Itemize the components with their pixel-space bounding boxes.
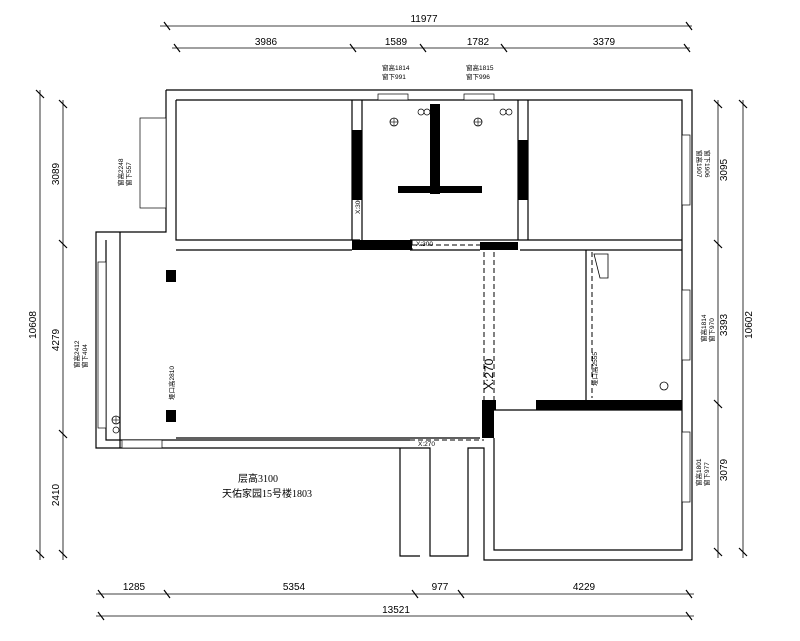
window-bottom-left <box>121 439 163 449</box>
window-right-lower <box>681 431 691 503</box>
pipe-icon <box>423 108 431 116</box>
opening-x270-vertical: X:270 <box>482 358 496 390</box>
window-top-left-sill: 窗下991 <box>382 72 406 81</box>
left-dimensions: 10608 3089 4279 2410 <box>28 89 68 560</box>
left-seg-3: 2410 <box>51 483 62 506</box>
windows <box>97 93 691 503</box>
outer-walls <box>95 89 693 561</box>
bottom-seg-4: 4229 <box>573 582 596 593</box>
right-seg-3: 3079 <box>719 458 730 481</box>
window-top-right <box>463 93 495 101</box>
right-seg-2: 3393 <box>719 313 730 336</box>
window-top-left-height: 窗高1814 <box>382 63 410 72</box>
top-overall-dim: 11977 <box>410 14 438 25</box>
window-top-right-sill: 窗下996 <box>466 72 490 81</box>
window-left-lower-height: 窗高2412 <box>72 340 81 368</box>
window-left-upper-sill: 窗下557 <box>124 162 133 186</box>
bottom-overall-dim: 13521 <box>382 605 410 616</box>
left-seg-2: 4279 <box>51 328 62 351</box>
right-seg-1: 3095 <box>719 158 730 181</box>
left-overall-dim: 10608 <box>28 311 39 339</box>
window-right-middle-height: 窗高1814 <box>699 314 708 342</box>
plan-info: 层高3100 天佑家园15号楼1803 <box>222 472 312 500</box>
window-left-upper-height: 窗高2248 <box>116 158 125 186</box>
opening-x300-vertical: X:300 <box>355 197 362 214</box>
pipe-icon <box>112 426 120 434</box>
top-seg-4: 3379 <box>593 37 616 48</box>
window-left-lower-sill: 窗下404 <box>80 344 89 368</box>
opening-x270-horizontal: X:270 <box>418 441 435 448</box>
window-right-lower-sill: 窗下977 <box>702 462 711 486</box>
window-top-left <box>377 93 409 101</box>
window-right-upper <box>681 134 691 206</box>
window-left-upper <box>139 117 167 209</box>
window-labels: 窗高1814 窗下991 窗高1815 窗下996 窗高2248 窗下557 窗… <box>72 63 716 486</box>
bottom-seg-3: 977 <box>432 582 449 593</box>
solid-walls <box>166 104 682 438</box>
window-right-middle <box>681 289 691 361</box>
top-seg-3: 1782 <box>467 37 490 48</box>
doorway-height-right: 垭口高2555 <box>590 352 599 386</box>
pipe-icon <box>417 108 425 116</box>
window-left-lower <box>97 261 107 429</box>
address-label: 天佑家园15号楼1803 <box>222 487 312 500</box>
top-seg-2: 1589 <box>385 37 408 48</box>
top-seg-1: 3986 <box>255 37 278 48</box>
left-seg-1: 3089 <box>51 162 62 185</box>
opening-labels: X:300 X:300 X:270 X:270 垭口高2810 垭口高2555 <box>167 197 599 448</box>
top-dimensions: 11977 3986 1589 1782 3379 <box>160 14 693 53</box>
window-right-upper-height: 窗高1907 <box>695 150 704 178</box>
floor-height-label: 层高3100 <box>238 472 278 485</box>
opening-x300-horizontal: X:300 <box>416 241 433 248</box>
window-right-middle-sill: 窗下970 <box>707 318 716 342</box>
right-dimensions: 3095 3393 3079 10602 <box>713 99 755 558</box>
right-overall-dim: 10602 <box>744 311 755 339</box>
flue-icon <box>593 253 609 279</box>
doorway-height-left: 垭口高2810 <box>167 366 176 400</box>
pipe-icon <box>659 381 669 391</box>
bottom-seg-2: 5354 <box>283 582 306 593</box>
window-right-lower-height: 窗高1801 <box>694 458 703 486</box>
window-top-right-height: 窗高1815 <box>466 63 494 72</box>
bottom-dimensions: 1285 5354 977 4229 13521 <box>96 582 694 621</box>
bottom-seg-1: 1285 <box>123 582 146 593</box>
pipe-icon <box>505 108 513 116</box>
pipe-icon <box>499 108 507 116</box>
openings <box>361 200 593 441</box>
window-right-upper-sill: 窗下1906 <box>703 150 712 178</box>
fixtures <box>111 108 669 434</box>
